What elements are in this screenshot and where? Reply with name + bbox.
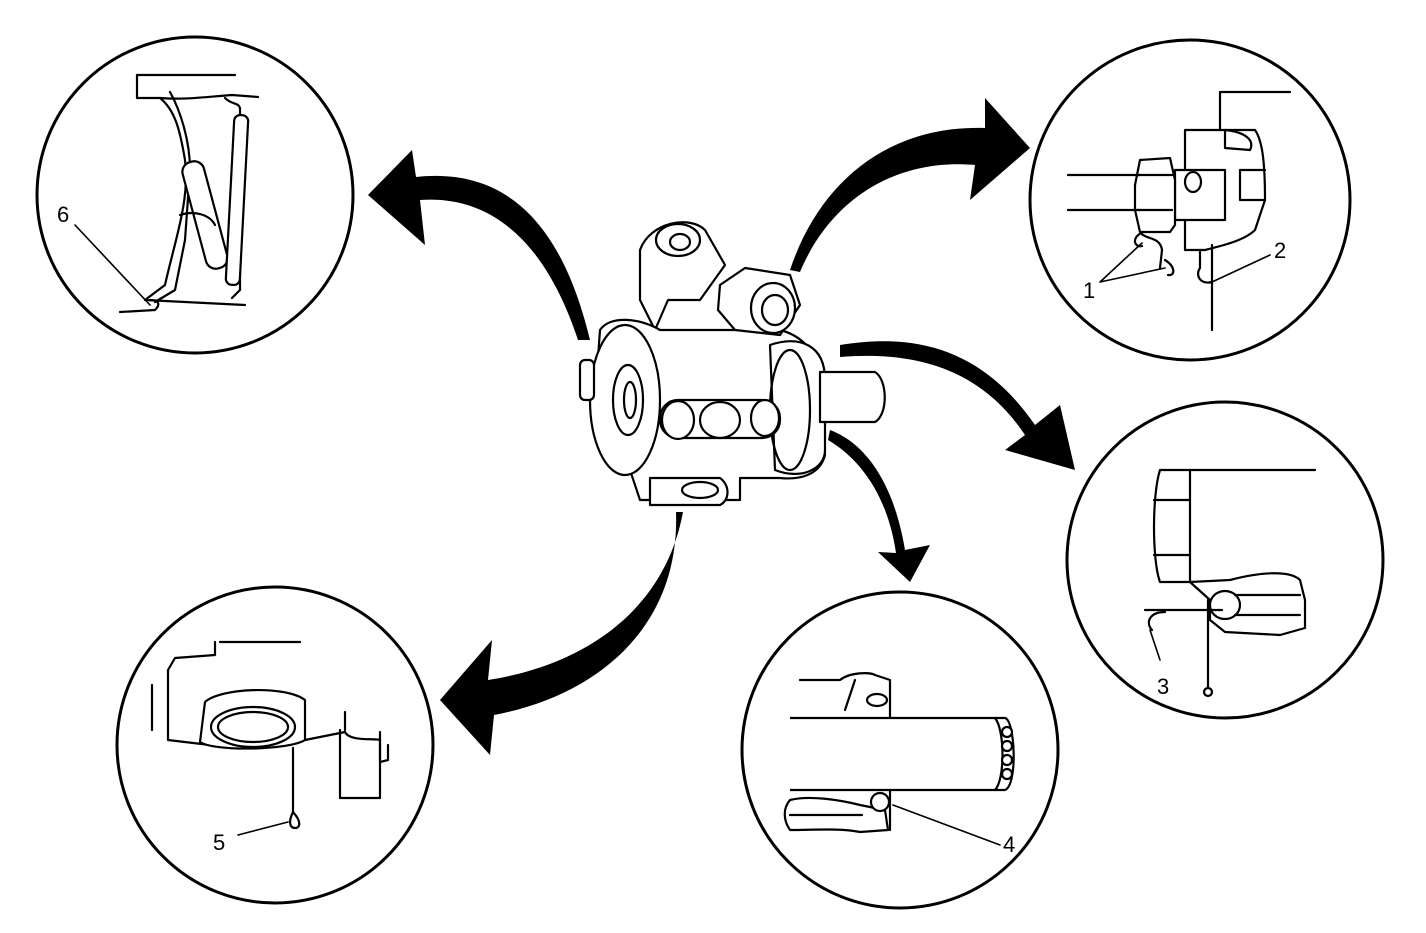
callout-4: 4 — [1003, 832, 1015, 857]
callout-6: 6 — [57, 202, 69, 227]
arrow-to-detail-4 — [828, 430, 930, 582]
callout-5: 5 — [213, 830, 225, 855]
detail-circle-6 — [35, 35, 355, 355]
callout-1: 1 — [1083, 278, 1095, 303]
callout-2: 2 — [1274, 238, 1286, 263]
detail-circle-1-2: 1 2 — [1028, 38, 1352, 362]
detail-circle-3: 3 — [1065, 400, 1385, 720]
detail-circle-5: 5 — [115, 585, 435, 905]
detail-circle-4: 4 — [740, 590, 1060, 910]
arrow-to-detail-1-2 — [790, 98, 1030, 272]
arrow-to-detail-3 — [840, 341, 1075, 470]
arrow-to-detail-6 — [368, 150, 590, 340]
power-steering-pump — [578, 221, 886, 507]
arrow-to-detail-5 — [440, 512, 683, 755]
callout-3: 3 — [1157, 674, 1169, 699]
